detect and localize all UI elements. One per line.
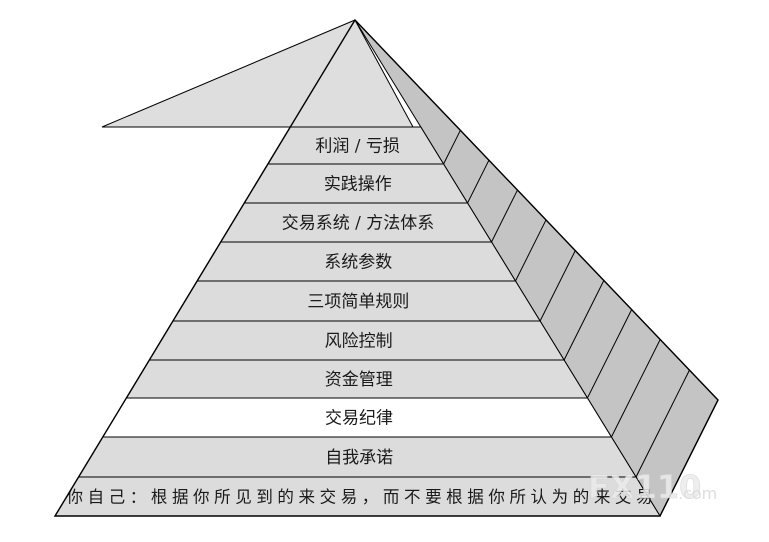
watermark-logo: FX110 [588,468,701,506]
pyramid-layer-label: 系统参数 [324,253,392,273]
pyramid-top-face [101,19,414,128]
side-divider-line [467,159,490,204]
side-divider-line [635,369,690,478]
pyramid-side-dividers [443,130,690,478]
pyramid-layer-label: 实践操作 [324,175,392,195]
side-divider-line [515,219,547,282]
side-divider-line [491,189,518,243]
watermark-suffix: .com [678,484,717,503]
pyramid-layer-label: 利润 / 亏损 [315,137,400,157]
side-divider-line [443,130,461,165]
side-divider-line [610,339,661,438]
pyramid-layer-label: 资金管理 [325,370,393,390]
pyramid-outline [53,18,719,517]
pyramid-layer-label: 风险控制 [325,332,393,352]
watermark: FX110 .com [588,468,718,507]
pyramid-layer-label: 三项简单规则 [307,292,409,312]
side-divider-line [539,250,576,322]
side-divider-line [563,280,605,361]
side-divider-line [586,309,633,399]
pyramid-layer-label: 交易纪律 [325,409,393,429]
pyramid-layer-label: 自我承诺 [325,448,393,468]
pyramid-layer-label: 交易系统 / 方法体系 [282,214,435,234]
